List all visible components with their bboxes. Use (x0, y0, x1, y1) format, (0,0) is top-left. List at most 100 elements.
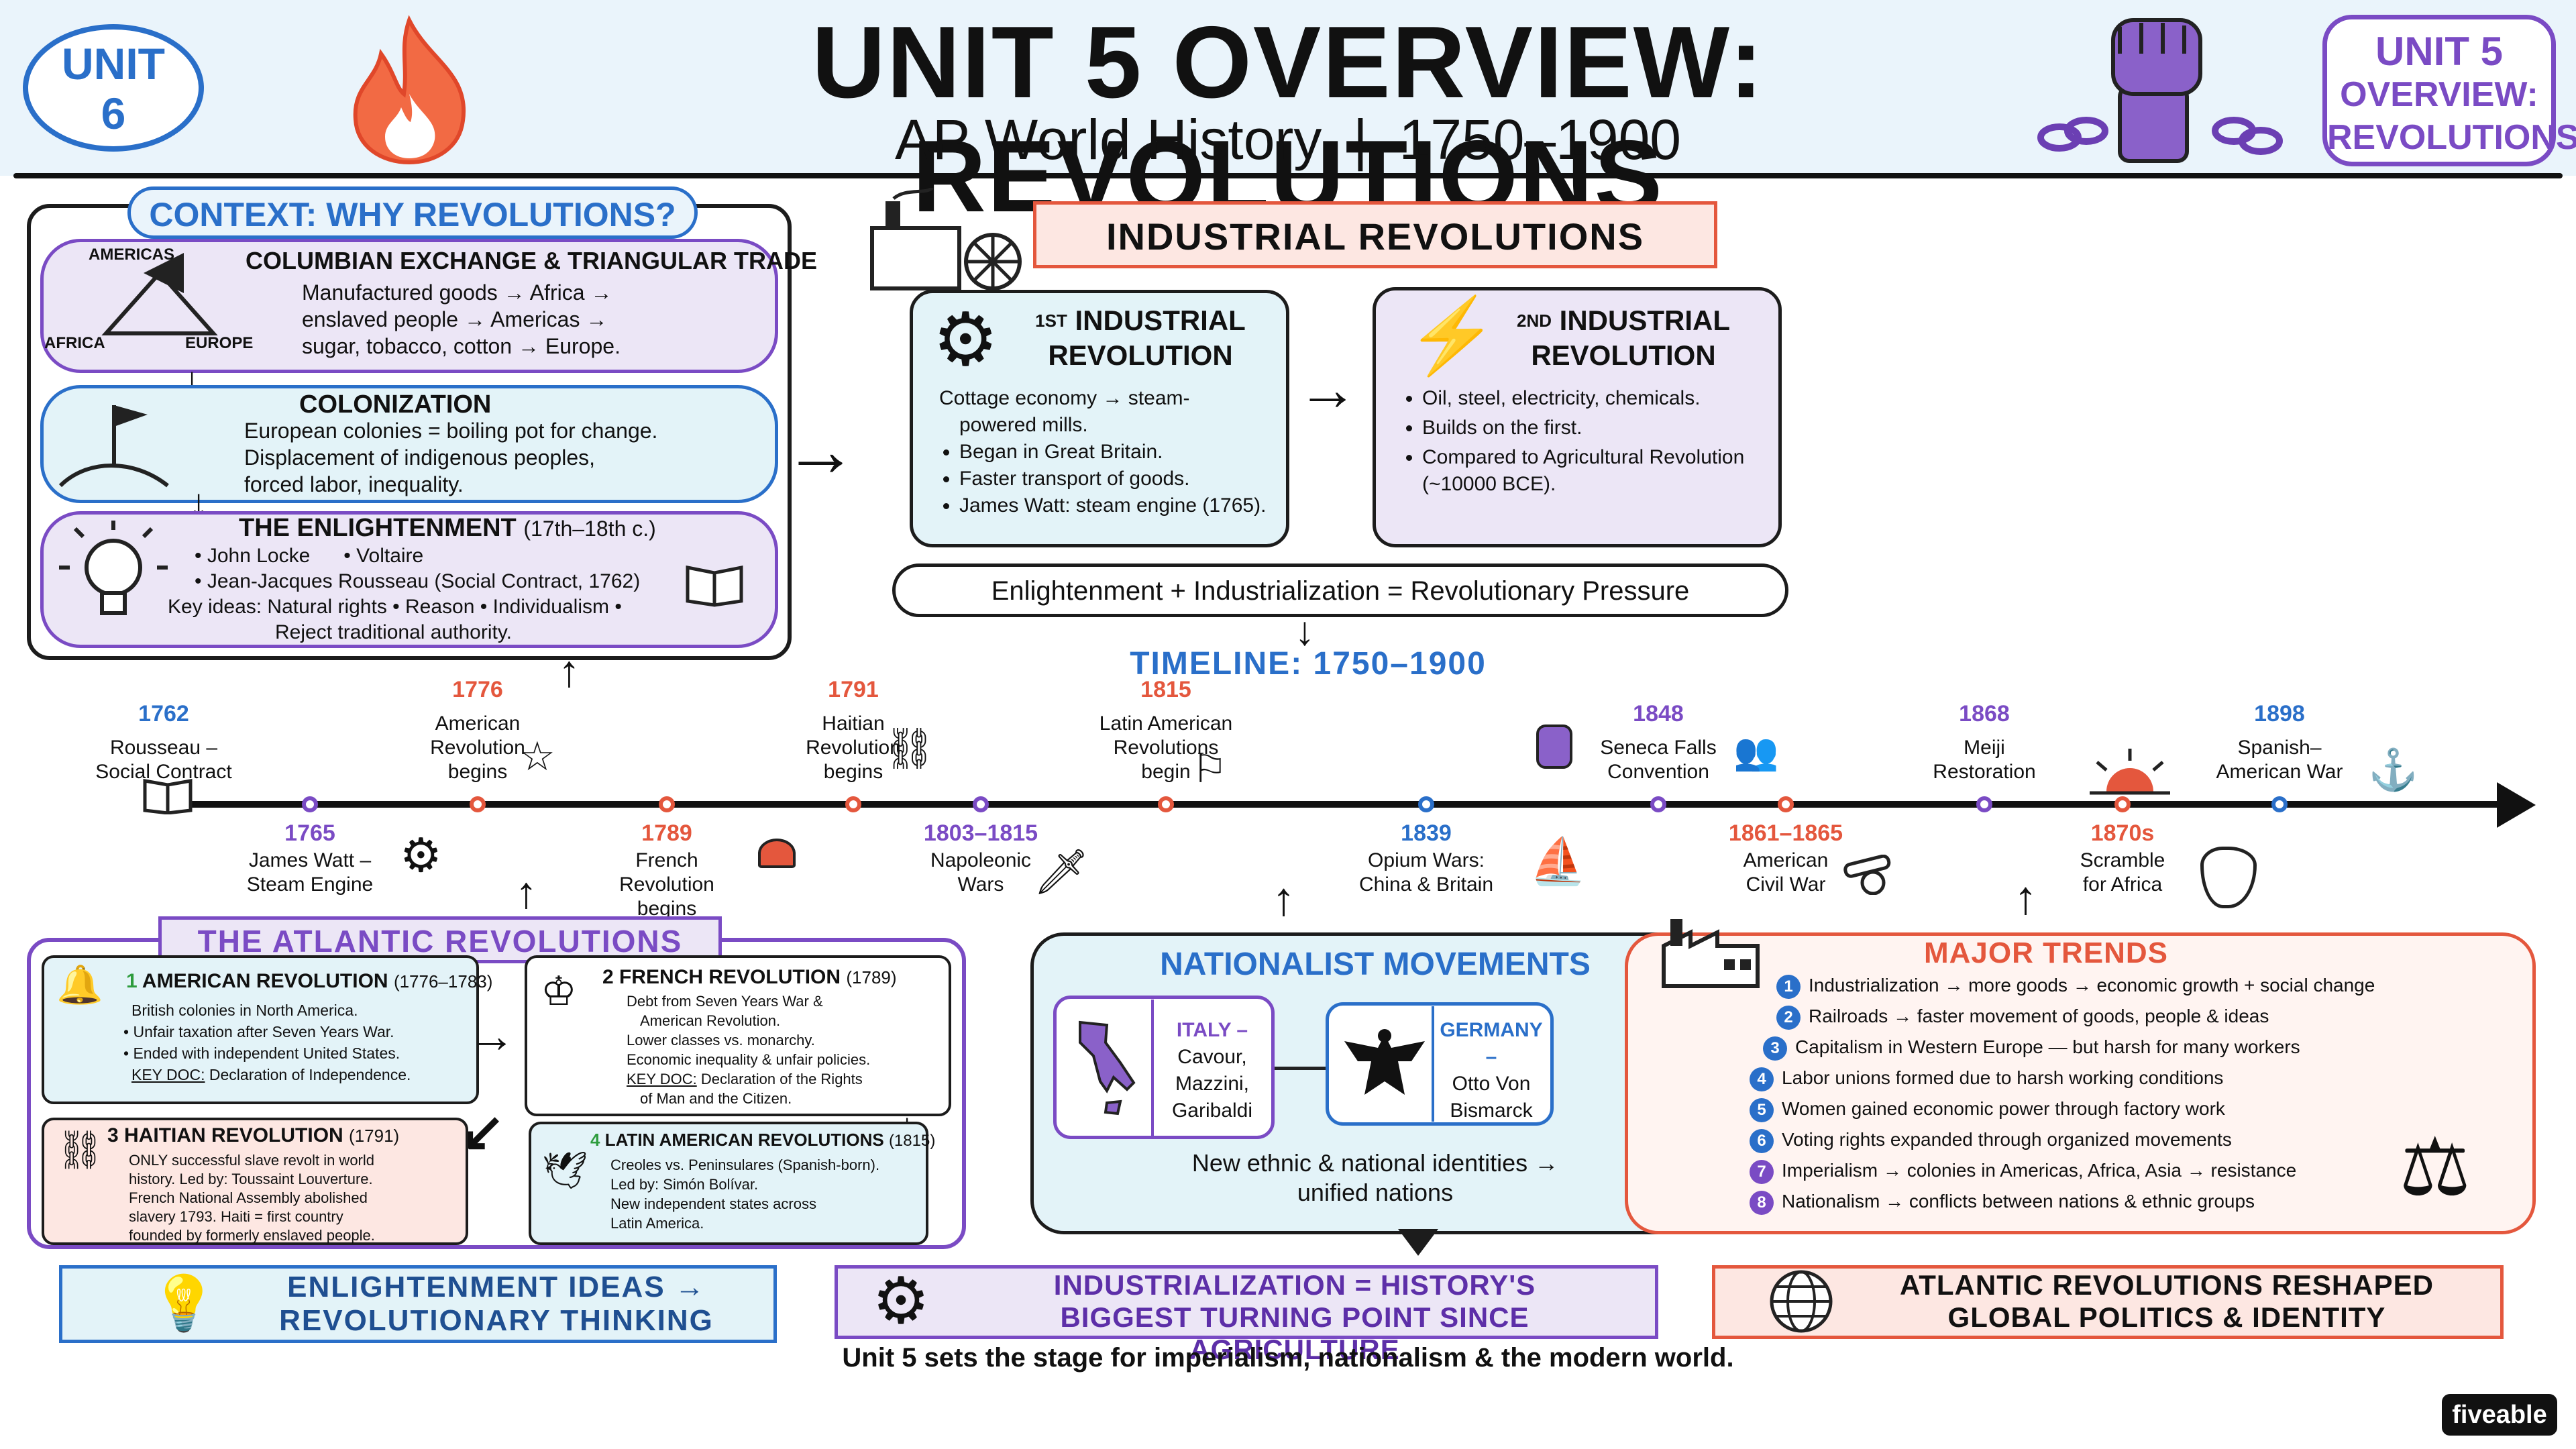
gear-icon: ⚙ (400, 829, 442, 881)
triangle-label-europe: EUROPE (185, 334, 254, 352)
timeline-marker (1976, 796, 1992, 812)
context-heading: CONTEXT: WHY REVOLUTIONS? (127, 186, 698, 239)
american-bullet-text: Unfair taxation after Seven Years War. (133, 1023, 394, 1040)
italy-divider (1151, 1000, 1154, 1136)
banner-right-text: ATLANTIC REVOLUTIONS RESHAPED GLOBAL POL… (1858, 1269, 2475, 1334)
arrow-up-icon: ↑ (1272, 873, 1295, 925)
trends-heading: MAJOR TRENDS (1923, 936, 2169, 969)
trend-text: Nationalism → conflicts between nations … (1782, 1191, 2255, 1212)
american-box (42, 955, 479, 1104)
women-group-icon: 👥 (1733, 732, 1779, 772)
timeline-marker (2271, 796, 2288, 812)
american-key-doc: KEY DOC: Declaration of Independence. (131, 1064, 467, 1085)
flag-hill-icon (58, 405, 169, 488)
timeline-marker (2114, 796, 2131, 812)
trend-number: 4 (1750, 1067, 1774, 1091)
first-industrial-box (910, 290, 1289, 547)
enlightenment-text: • John Locke • Voltaire • Jean-Jacques R… (168, 543, 641, 645)
haitian-line: history. Led by: Toussaint Louverture. (129, 1171, 373, 1187)
columbian-text: Manufactured goods → Africa → enslaved p… (302, 279, 621, 360)
timeline-label: French Revolution begins (619, 849, 714, 920)
enlightenment-key-ideas-2: Reject traditional authority. (275, 621, 512, 643)
italy-text: ITALY – Cavour, Mazzini, Garibaldi (1155, 1017, 1269, 1124)
condor-icon: 🕊 (542, 1150, 588, 1191)
french-dates: (1789) (846, 967, 897, 987)
timeline-title: TIMELINE: 1750–1900 (1130, 646, 1487, 682)
second-industrial-box (1373, 287, 1782, 547)
timeline-axis (144, 801, 2505, 808)
lightning-icon: ⚡ (1406, 294, 1498, 377)
latin-line: Creoles vs. Peninsulares (Spanish-born). (610, 1157, 880, 1173)
enlightenment-thinkers-row: • John Locke • Voltaire (195, 545, 424, 567)
first-industrial-title-line-2: REVOLUTION (1048, 339, 1233, 371)
trend-number: 1 (1776, 975, 1801, 999)
open-book-icon (143, 779, 193, 814)
timeline-year: 1861–1865 (1728, 820, 1843, 846)
trend-text: Industrialization → more goods → economi… (1809, 975, 2375, 996)
footer-caption: Unit 5 sets the stage for imperialism, n… (842, 1343, 1734, 1373)
timeline-year: 1789 (641, 820, 692, 846)
timeline-year: 1815 (1140, 677, 1191, 702)
trend-text: Women gained economic power through fact… (1782, 1098, 2225, 1119)
timeline-label: Napoleonic Wars (930, 849, 1032, 896)
american-bullet-text: Ended with independent United States. (133, 1044, 400, 1062)
timeline-marker (659, 796, 675, 812)
timeline-year: 1870s (2090, 820, 2155, 846)
africa-map-icon (2200, 847, 2257, 908)
corner-badge-line-2: OVERVIEW: (2340, 75, 2538, 114)
colonization-title: COLONIZATION (299, 390, 492, 419)
enlightenment-title: THE ENLIGHTENMENT (17th–18th c.) (239, 514, 656, 543)
trend-text: Railroads → faster movement of goods, pe… (1809, 1006, 2269, 1026)
arrow-up-icon: ↑ (515, 867, 537, 917)
italy-card (1053, 996, 1275, 1139)
page-subtitle: AP World History | 1750–1900 (894, 108, 1682, 171)
french-key-doc: KEY DOC: Declaration of the Rights (627, 1069, 942, 1089)
trend-number: 2 (1776, 1006, 1801, 1030)
french-line: Debt from Seven Years War & (627, 993, 823, 1010)
thinker-rousseau: Jean-Jacques Rousseau (Social Contract, … (207, 570, 641, 592)
banner-middle (835, 1265, 1658, 1339)
italy-map-icon (1067, 1016, 1140, 1123)
latin-text: Creoles vs. Peninsulares (Spanish-born).… (610, 1155, 919, 1233)
american-bullet: • Ended with independent United States. (123, 1044, 400, 1062)
arrow-up-icon: ↑ (2014, 871, 2037, 924)
factory-icon (870, 188, 1022, 290)
trend-number: 6 (1750, 1129, 1774, 1153)
thinker-locke: John Locke (207, 545, 311, 567)
first-industrial-line: powered mills. (959, 414, 1088, 436)
colonization-line: European colonies = boiling pot for chan… (244, 419, 658, 443)
timeline-label: Haitian Revolution begins (806, 712, 901, 783)
second-industrial-bullet: Compared to Agricultural Revolution (~10… (1422, 444, 1758, 498)
enlightenment-key-ideas: Key ideas: Natural rights • Reason • Ind… (168, 596, 622, 618)
timeline-marker (1418, 796, 1434, 812)
germany-leader: Otto Von (1452, 1073, 1531, 1095)
triangle-label-africa: AFRICA (44, 334, 105, 352)
timeline-year: 1776 (452, 677, 503, 702)
second-industrial-sup: 2ND (1516, 311, 1552, 331)
haitian-title: 3 HAITIAN REVOLUTION (1791) (107, 1124, 399, 1147)
timeline-marker (302, 796, 318, 812)
nationalist-footer-line: New ethnic & national identities → (1191, 1149, 1559, 1177)
lightbulb-icon: 💡 (150, 1273, 217, 1333)
germany-label: GERMANY – (1440, 1019, 1543, 1068)
gear-icon: ⚙ (872, 1265, 930, 1337)
timeline-marker (1650, 796, 1666, 812)
timeline-label: Meiji Restoration (1933, 737, 2036, 783)
second-industrial-text: Oil, steel, electricity, chemicals. Buil… (1402, 385, 1758, 498)
first-industrial-title-line-1: 1ST INDUSTRIAL (1013, 303, 1268, 338)
book-icon (686, 565, 743, 607)
enlightenment-title-text: THE ENLIGHTENMENT (239, 514, 517, 542)
nationalist-heading: NATIONALIST MOVEMENTS (1160, 947, 1591, 982)
page-title: UNIT 5 OVERVIEW: REVOLUTIONS (812, 5, 1764, 233)
haitian-line: French National Assembly abolished (129, 1189, 368, 1206)
italy-leader: Mazzini, (1175, 1073, 1250, 1095)
banner-right (1712, 1265, 2504, 1339)
haitian-text: ONLY successful slave revolt in world hi… (129, 1151, 464, 1245)
french-key-doc-2: of Man and the Citizen. (640, 1090, 792, 1107)
factory-icon (1662, 919, 1760, 988)
anchor-icon: ⚓ (2368, 747, 2418, 792)
first-industrial-bullet: Began in Great Britain. (959, 439, 1275, 466)
